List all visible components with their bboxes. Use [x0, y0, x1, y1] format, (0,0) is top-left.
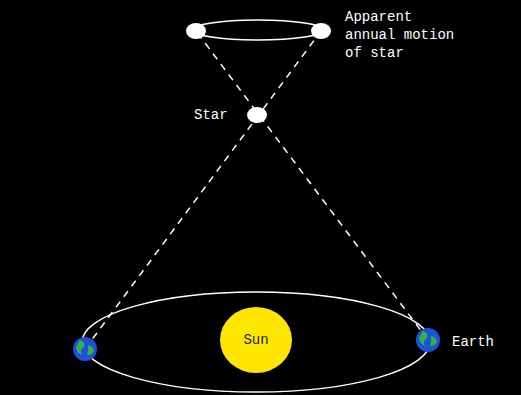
earth-globe: [416, 328, 440, 352]
earth-globe: [73, 337, 97, 361]
apparent-star: [311, 23, 331, 39]
annotation-text: Apparent annual motion of star: [345, 8, 463, 62]
sight-line: [85, 31, 321, 349]
apparent-orbit: [192, 20, 324, 40]
sun-label: Sun: [243, 332, 268, 348]
earth-globe: [73, 337, 97, 361]
sun-node: Sun: [220, 307, 292, 373]
object-label: Earth: [452, 333, 494, 351]
earth-land: [430, 336, 437, 346]
sight-line: [196, 31, 428, 340]
object-label: Star: [194, 106, 228, 124]
apparent-star: [186, 23, 206, 39]
earth-land: [419, 331, 428, 346]
star-dot: [247, 107, 267, 123]
earth-globe: [416, 328, 440, 352]
earth-land: [76, 340, 85, 355]
earth-orbit: [82, 292, 430, 392]
sun-disc: [220, 307, 292, 373]
earth-land: [87, 345, 94, 355]
